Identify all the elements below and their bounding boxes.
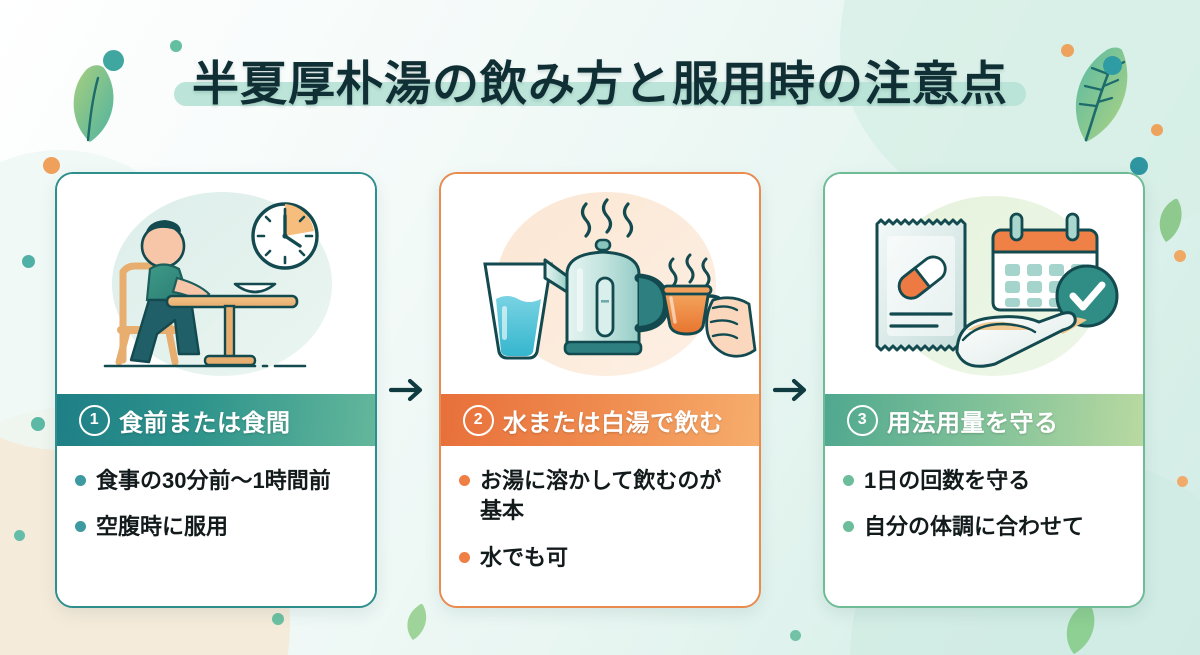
leaf-icon-bottom-right xyxy=(1056,600,1100,655)
title-highlight-band xyxy=(174,81,1026,106)
list-item: 1日の回数を守る xyxy=(843,466,1123,496)
bullet-dot-icon xyxy=(75,521,86,533)
decor-dot xyxy=(1151,124,1163,136)
step-header-3: 3 用法用量を守る xyxy=(825,394,1143,446)
step-number-badge: 3 xyxy=(847,404,878,436)
bullet-text: 食事の30分前〜1時間前 xyxy=(96,468,331,493)
step-number-badge: 2 xyxy=(463,404,494,436)
step-bullets-2: お湯に溶かして飲むのが基本 水でも可 xyxy=(441,446,759,606)
flow-arrow-2 xyxy=(761,172,823,608)
step-header-2: 2 水または白湯で飲む xyxy=(441,394,759,446)
illustration-person-at-table-with-clock xyxy=(57,174,375,394)
flow-arrow-1 xyxy=(377,172,439,608)
page-title: 半夏厚朴湯の飲み方と服用時の注意点 xyxy=(192,57,1008,110)
illustration-water-glass-kettle-and-cup xyxy=(441,174,759,394)
bullet-dot-icon xyxy=(459,475,470,486)
bullet-dot-icon xyxy=(843,521,854,533)
bullet-text: 自分の体調に合わせて xyxy=(864,514,1085,540)
bullet-text: お湯に溶かして飲むのが基本 xyxy=(480,468,722,524)
list-item: お湯に溶かして飲むのが基本 xyxy=(459,466,739,527)
step-bullets-3: 1日の回数を守る 自分の体調に合わせて xyxy=(825,446,1143,606)
illustration-medicine-sachet-calendar-and-spoon xyxy=(825,174,1143,394)
bullet-dot-icon xyxy=(75,475,86,486)
decor-dot xyxy=(1061,44,1074,57)
step-heading: 水または白湯で飲む xyxy=(503,409,724,437)
bullet-dot-icon xyxy=(843,475,854,486)
bullet-text: 空腹時に服用 xyxy=(96,514,229,540)
bullet-text: 水でも可 xyxy=(480,544,569,570)
decor-dot xyxy=(170,40,182,52)
steps-row: 1 食前または食間 食事の30分前〜1時間前 空腹時に服用 xyxy=(0,172,1200,608)
page-title-inner: 半夏厚朴湯の飲み方と服用時の注意点 xyxy=(166,58,1034,110)
arrow-right-icon xyxy=(388,378,423,402)
step-card-2[interactable]: 2 水または白湯で飲む お湯に溶かして飲むのが基本 水でも可 xyxy=(439,172,761,608)
step-card-3[interactable]: 3 用法用量を守る 1日の回数を守る 自分の体調に合わせて xyxy=(823,172,1145,608)
leaf-icon-bottom-center xyxy=(400,602,430,647)
list-item: 食事の30分前〜1時間前 xyxy=(75,466,355,496)
list-item: 水でも可 xyxy=(459,543,739,573)
list-item: 自分の体調に合わせて xyxy=(843,512,1123,542)
list-item: 空腹時に服用 xyxy=(75,512,355,542)
bullet-text: 1日の回数を守る xyxy=(864,468,1031,493)
arrow-right-icon xyxy=(772,378,807,402)
decor-dot xyxy=(790,630,801,641)
step-bullets-1: 食事の30分前〜1時間前 空腹時に服用 xyxy=(57,446,375,606)
step-card-1[interactable]: 1 食前または食間 食事の30分前〜1時間前 空腹時に服用 xyxy=(55,172,377,608)
step-heading: 食前または食間 xyxy=(119,409,291,437)
decor-dot xyxy=(272,613,284,625)
step-header-1: 1 食前または食間 xyxy=(57,394,375,446)
step-heading: 用法用量を守る xyxy=(887,409,1059,437)
bullet-dot-icon xyxy=(459,551,470,563)
step-number-badge: 1 xyxy=(79,404,110,436)
page-title-container: 半夏厚朴湯の飲み方と服用時の注意点 xyxy=(0,58,1200,110)
